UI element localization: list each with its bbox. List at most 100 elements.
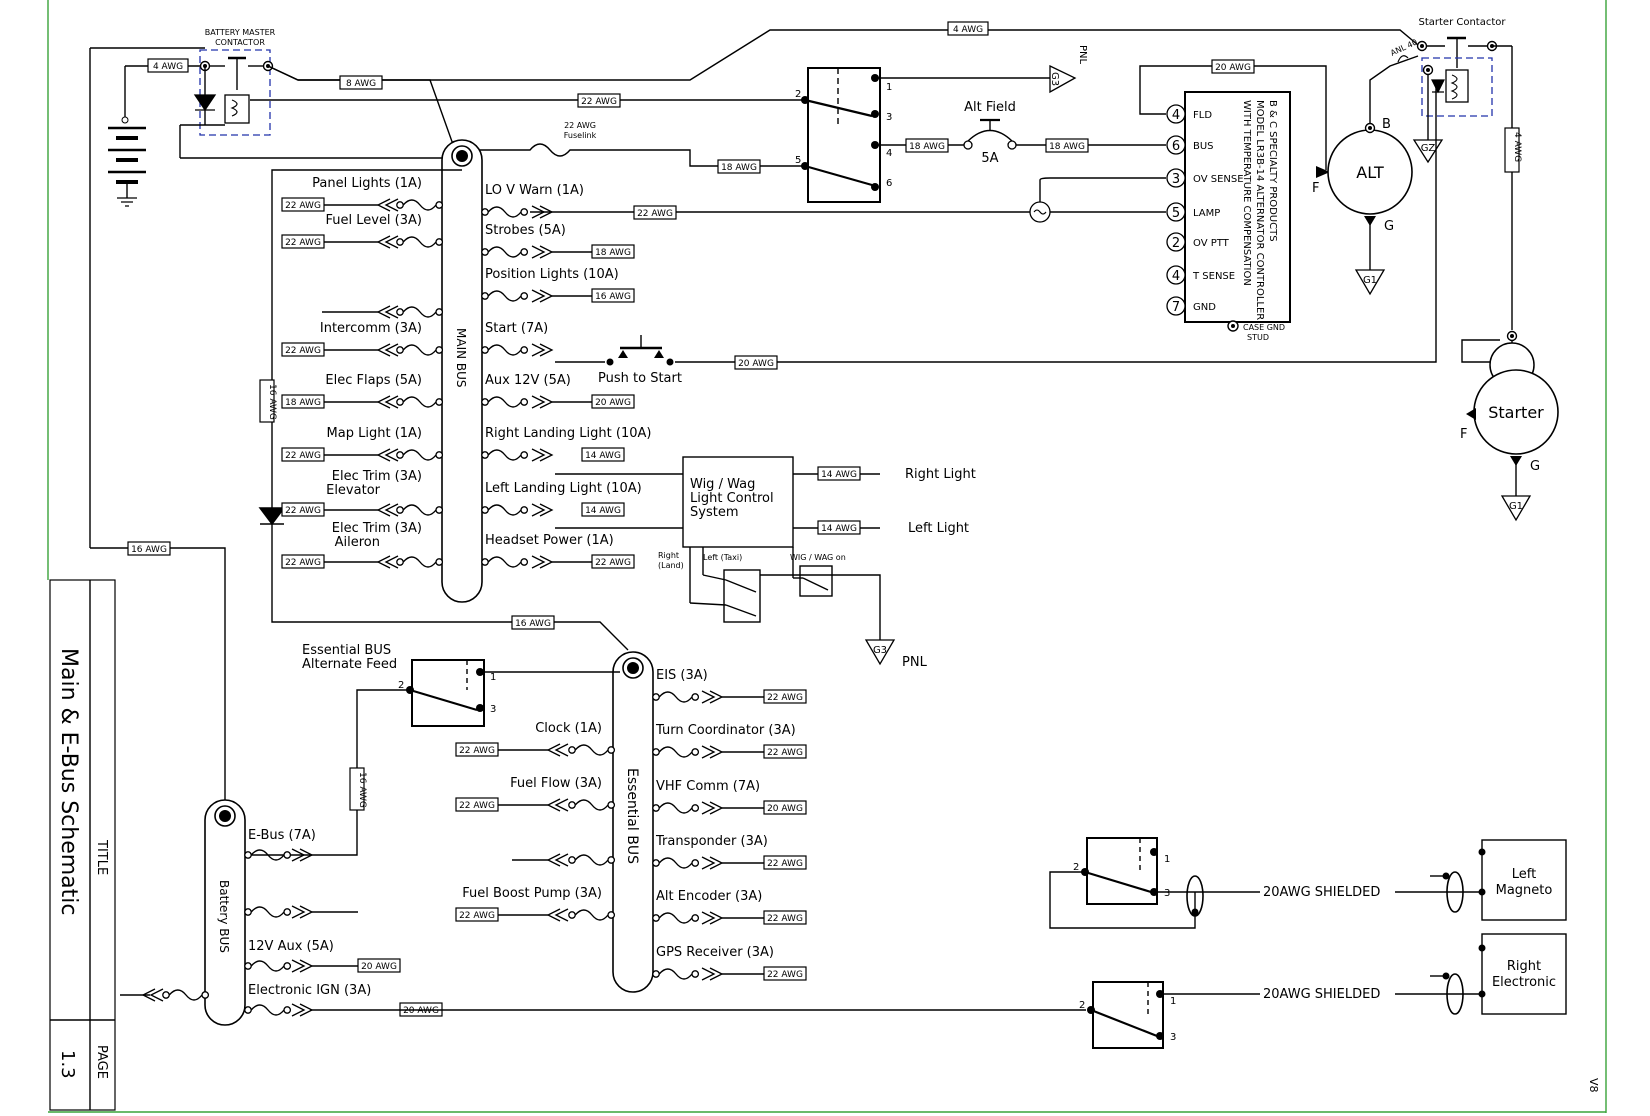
svg-text:18 AWG: 18 AWG xyxy=(1049,142,1085,152)
wire-tag: 22 AWG xyxy=(455,907,499,922)
alt-field-breaker[interactable]: Alt Field 5A xyxy=(963,100,1017,166)
svg-text:6: 6 xyxy=(1172,139,1180,154)
circuit-label-2: Elevator xyxy=(326,483,381,498)
svg-text:B: B xyxy=(1382,117,1391,132)
circuit-label: GPS Receiver (3A) xyxy=(656,945,774,960)
left-magneto-switch[interactable]: 2 1 3 xyxy=(1049,837,1260,929)
svg-text:CONTACTOR: CONTACTOR xyxy=(215,38,265,47)
svg-text:FLD: FLD xyxy=(1193,110,1212,121)
svg-text:16 AWG: 16 AWG xyxy=(357,772,367,808)
svg-text:20 AWG: 20 AWG xyxy=(595,398,631,408)
wigwag-on-switch[interactable]: WIG / WAG on xyxy=(790,547,846,597)
alternator-controller: B & C SPECIALTY PRODUCTS MODEL LR3B-14 A… xyxy=(1166,91,1291,342)
wire-tag: 22 AWG xyxy=(455,742,499,757)
svg-text:18 AWG: 18 AWG xyxy=(721,163,757,173)
main-bus-right-circuit: Start (7A) xyxy=(481,321,553,357)
circuit-label: Alt Encoder (3A) xyxy=(656,889,762,904)
svg-text:1: 1 xyxy=(886,82,892,93)
svg-text:Starter Contactor: Starter Contactor xyxy=(1418,17,1506,28)
svg-text:22 AWG: 22 AWG xyxy=(767,693,803,703)
svg-text:STUD: STUD xyxy=(1247,333,1269,342)
svg-text:G: G xyxy=(1384,219,1394,234)
landing-taxi-switch[interactable]: Right (Land) Left (Taxi) xyxy=(658,547,881,640)
wire-tag: 14 AWG xyxy=(581,447,625,462)
wire-tag: 22 AWG xyxy=(455,797,499,812)
svg-text:Alt Field: Alt Field xyxy=(964,100,1016,115)
circuit-label: Start (7A) xyxy=(485,321,548,336)
svg-text:20 AWG: 20 AWG xyxy=(403,1006,439,1016)
svg-text:4: 4 xyxy=(886,148,892,159)
svg-text:22 AWG: 22 AWG xyxy=(767,914,803,924)
circuit-label: Electronic IGN (3A) xyxy=(248,983,371,998)
wire-tag-sw4: 18 AWG xyxy=(905,138,949,153)
right-ignition-switch[interactable]: 2 1 3 xyxy=(1079,981,1260,1049)
svg-text:22 AWG: 22 AWG xyxy=(285,558,321,568)
shielded-label-2: 20AWG SHIELDED xyxy=(1263,987,1380,1002)
revision-label: V8 xyxy=(1587,1078,1600,1093)
circuit-label: 12V Aux (5A) xyxy=(248,939,334,954)
svg-text:GND: GND xyxy=(1193,302,1216,313)
circuit-label: LO V Warn (1A) xyxy=(485,183,584,198)
svg-text:4: 4 xyxy=(1172,269,1180,284)
svg-text:22 AWG: 22 AWG xyxy=(285,201,321,211)
svg-text:16 AWG: 16 AWG xyxy=(267,384,277,420)
ess-alt-feed-switch[interactable]: Essential BUS Alternate Feed 2 1 3 xyxy=(302,643,620,727)
starter-contactor: Starter Contactor GZ xyxy=(1412,17,1506,164)
wire-tag: 22 AWG xyxy=(281,234,325,249)
wire-tag-rl: 14 AWG xyxy=(817,466,861,481)
circuit-label: Clock (1A) xyxy=(535,721,602,736)
main-bus-right-circuit: Headset Power (1A)22 AWG xyxy=(481,533,635,569)
shielded-label-1: 20AWG SHIELDED xyxy=(1263,885,1380,900)
svg-text:F: F xyxy=(1460,427,1467,442)
svg-text:Right: Right xyxy=(658,551,679,560)
svg-text:Left: Left xyxy=(1512,867,1536,882)
svg-text:16 AWG: 16 AWG xyxy=(131,545,167,555)
circuit-label: VHF Comm (7A) xyxy=(656,779,760,794)
svg-text:(Land): (Land) xyxy=(658,561,684,570)
svg-text:Magneto: Magneto xyxy=(1496,883,1553,898)
svg-text:Essential BUS: Essential BUS xyxy=(624,768,640,864)
title-heading: TITLE xyxy=(94,839,109,875)
push-to-start-button[interactable]: Push to Start xyxy=(598,335,682,386)
master-switch[interactable]: 2 1 3 5 4 6 xyxy=(795,64,1077,203)
wire-tag: 22 AWG xyxy=(591,554,635,569)
svg-text:Left (Taxi): Left (Taxi) xyxy=(703,553,742,562)
svg-text:22 AWG: 22 AWG xyxy=(637,209,673,219)
svg-text:20 AWG: 20 AWG xyxy=(361,962,397,972)
circuit-label-2: Aileron xyxy=(335,535,380,550)
circuit-label: Aux 12V (5A) xyxy=(485,373,571,388)
svg-text:5: 5 xyxy=(795,155,801,166)
wire-tag: 16 AWG xyxy=(591,288,635,303)
wire-tag-main: 8 AWG xyxy=(339,75,383,90)
svg-text:WIG / WAG on: WIG / WAG on xyxy=(790,553,846,562)
wire-tag-16c: 16 AWG xyxy=(349,767,367,811)
left-magneto: Left Magneto xyxy=(1430,839,1567,921)
circuit-label: Elec Flaps (5A) xyxy=(325,373,422,388)
svg-text:Starter: Starter xyxy=(1488,403,1544,422)
svg-text:Electronic: Electronic xyxy=(1492,975,1556,990)
svg-text:22 AWG: 22 AWG xyxy=(767,748,803,758)
svg-text:MAIN BUS: MAIN BUS xyxy=(454,328,468,388)
svg-text:6: 6 xyxy=(886,178,892,189)
svg-text:Push to Start: Push to Start xyxy=(598,371,682,386)
main-bus-right-circuit: Aux 12V (5A) 20 AWG xyxy=(481,373,635,409)
drawing-title: Main & E-Bus Schematic xyxy=(56,648,81,916)
svg-text:F: F xyxy=(1312,181,1319,196)
svg-text:LAMP: LAMP xyxy=(1193,208,1220,219)
svg-text:T SENSE: T SENSE xyxy=(1192,271,1235,282)
ebus-left-circuit xyxy=(512,853,616,867)
svg-text:20 AWG: 20 AWG xyxy=(767,804,803,814)
main-bus-right-circuit: LO V Warn (1A) xyxy=(481,183,584,219)
svg-text:MODEL LR3B-14 ALTERNATOR CONTR: MODEL LR3B-14 ALTERNATOR CONTROLLER xyxy=(1254,100,1265,320)
svg-text:5A: 5A xyxy=(981,151,998,166)
